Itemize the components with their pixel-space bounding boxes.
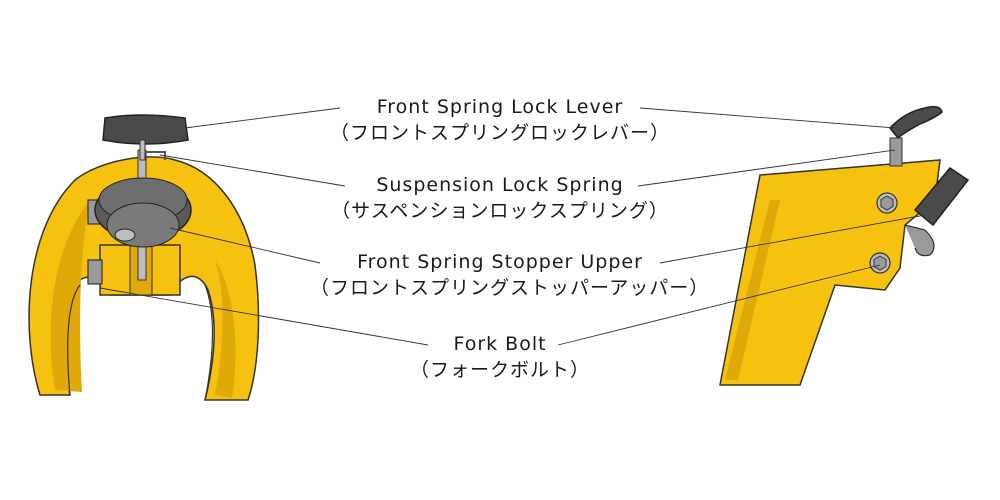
- label-en: Front Spring Stopper Upper: [357, 251, 643, 273]
- label-en: Suspension Lock Spring: [376, 174, 624, 196]
- label-en: Front Spring Lock Lever: [376, 96, 624, 118]
- label-front-spring-lock-lever: Front Spring Lock Lever （フロントスプリングロックレバー…: [330, 96, 670, 145]
- label-suspension-lock-spring: Suspension Lock Spring （サスペンションロックスプリング）: [330, 174, 670, 223]
- label-ja: （サスペンションロックスプリング）: [331, 200, 669, 222]
- label-fork-bolt: Fork Bolt （フォークボルト）: [370, 333, 630, 382]
- label-ja: （フロントスプリングストッパーアッパー）: [310, 277, 710, 299]
- label-ja: （フォークボルト）: [409, 359, 590, 381]
- lock-lever-knob: [102, 114, 189, 145]
- fork-crown-front-view: [28, 114, 260, 401]
- label-front-spring-stopper-upper: Front Spring Stopper Upper （フロントスプリングストッ…: [310, 251, 710, 300]
- fork-bolt-lower: [87, 259, 103, 285]
- label-ja: （フロントスプリングロックレバー）: [330, 122, 671, 144]
- lever-handle-side: [889, 105, 943, 140]
- leader-lines: [99, 107, 926, 346]
- label-en: Fork Bolt: [453, 333, 547, 355]
- fork-crown-side-view: [719, 105, 970, 386]
